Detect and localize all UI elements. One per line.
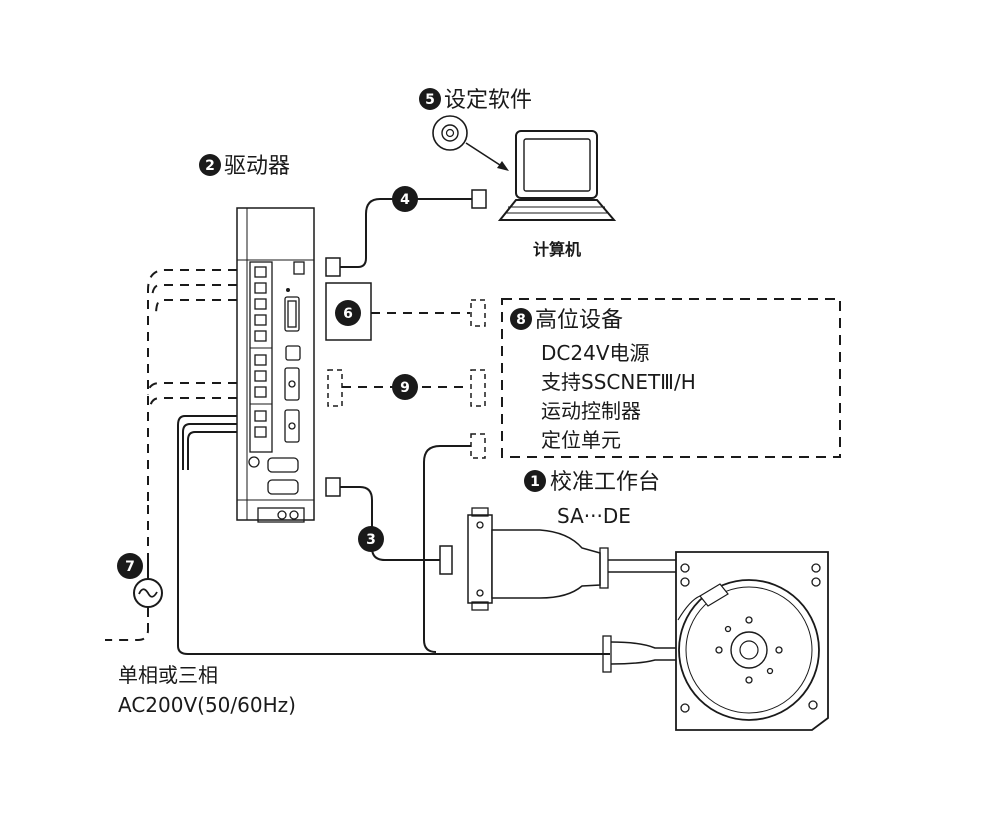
power-spec-line2: AC200V(50/60Hz) — [118, 693, 296, 717]
svg-text:4: 4 — [400, 192, 410, 208]
badge-5: 5 — [419, 88, 441, 110]
svg-text:1: 1 — [530, 474, 540, 490]
motor-power-wiring — [177, 415, 610, 655]
host-item: 定位单元 — [541, 428, 621, 452]
svg-text:3: 3 — [366, 532, 376, 548]
software-label: 设定软件 — [444, 88, 532, 113]
cable-3-encoder — [325, 477, 453, 575]
badge-8: 8 — [510, 308, 532, 330]
host-item: 运动控制器 — [541, 399, 641, 423]
svg-text:6: 6 — [343, 306, 353, 322]
badge-2: 2 — [199, 154, 221, 176]
servo-driver-unit — [236, 207, 315, 523]
badge-6: 6 — [335, 300, 361, 326]
stage-title: 校准工作台 — [550, 470, 660, 495]
svg-text:5: 5 — [425, 92, 435, 108]
svg-text:8: 8 — [516, 312, 526, 328]
badge-9: 9 — [392, 374, 418, 400]
svg-text:7: 7 — [125, 559, 135, 575]
stage-model: SA···DE — [557, 504, 631, 528]
driver-label: 驱动器 — [224, 154, 290, 179]
control-power-wiring — [105, 269, 237, 641]
cable-9-sscnet — [327, 369, 486, 407]
ac-source-icon — [133, 505, 163, 625]
svg-text:2: 2 — [205, 158, 215, 174]
svg-text:9: 9 — [400, 380, 410, 396]
power-spec-line1: 单相或三相 — [118, 663, 218, 687]
badge-1: 1 — [524, 470, 546, 492]
cable-4-usb — [325, 189, 487, 277]
laptop-icon — [497, 130, 617, 221]
stage-signal-cable — [423, 433, 486, 653]
host-item: 支持SSCNETⅢ/H — [541, 370, 696, 394]
software-install-arrow — [465, 142, 509, 171]
cd-disc-icon — [432, 115, 468, 151]
rotary-stage — [675, 551, 829, 731]
host-item: DC24V电源 — [541, 341, 650, 365]
badge-3: 3 — [358, 526, 384, 552]
badge-7: 7 — [117, 553, 143, 579]
computer-label: 计算机 — [533, 240, 581, 259]
host-title: 高位设备 — [535, 308, 623, 333]
badge-4: 4 — [392, 186, 418, 212]
encoder-connector — [467, 507, 680, 673]
host-device-box — [501, 298, 841, 458]
